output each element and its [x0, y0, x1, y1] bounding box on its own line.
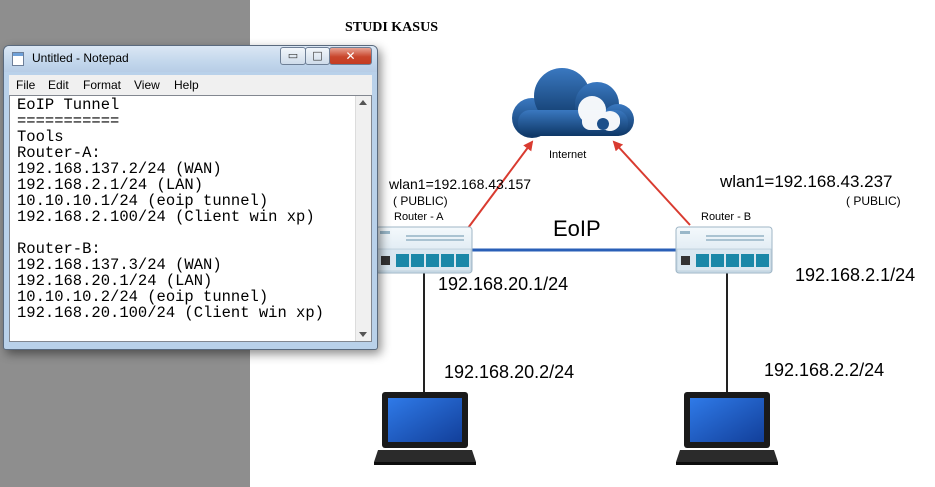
notepad-content[interactable]: EoIP Tunnel =========== Tools Router-A: …	[17, 97, 324, 321]
client-a-ip-label: 192.168.20.2/24	[444, 362, 575, 382]
notepad-line: 192.168.20.100/24 (Client win xp)	[17, 304, 324, 322]
notepad-line: 192.168.2.100/24 (Client win xp)	[17, 208, 315, 226]
router-a-public-label: ( PUBLIC)	[393, 194, 448, 208]
notepad-window[interactable]: Untitled - Notepad ▭ □ ✕ File Edit Forma…	[3, 45, 378, 350]
router-b-lan-ip-label: 192.168.2.1/24	[795, 265, 916, 285]
notepad-line: 192.168.137.2/24 (WAN)	[17, 160, 222, 178]
notepad-titlebar[interactable]: Untitled - Notepad ▭ □ ✕	[4, 46, 377, 72]
laptop-b-icon	[676, 392, 778, 465]
notepad-text-area[interactable]: EoIP Tunnel =========== Tools Router-A: …	[9, 95, 372, 342]
notepad-line: 192.168.137.3/24 (WAN)	[17, 256, 222, 274]
internet-label: Internet	[549, 149, 587, 161]
router-b-name-label: Router - B	[701, 211, 752, 223]
cloud-icon	[512, 68, 634, 138]
notepad-line: ===========	[17, 112, 120, 130]
notepad-line: EoIP Tunnel	[17, 96, 120, 114]
notepad-title: Untitled - Notepad	[32, 51, 129, 65]
router-b-wlan-label: wlan1=192.168.43.237	[720, 172, 893, 191]
notepad-line: Router-B:	[17, 240, 101, 258]
client-b-ip-label: 192.168.2.2/24	[764, 360, 885, 380]
router-b-public-label: ( PUBLIC)	[846, 194, 901, 208]
close-button[interactable]: ✕	[329, 47, 372, 65]
menu-format[interactable]: Format	[83, 78, 122, 92]
menu-file[interactable]: File	[16, 78, 36, 92]
router-a-name-label: Router - A	[394, 211, 444, 223]
vertical-scrollbar[interactable]	[355, 96, 371, 341]
notepad-line: 10.10.10.1/24 (eoip tunnel)	[17, 192, 269, 210]
maximize-button[interactable]: □	[305, 47, 330, 65]
notepad-menubar: File Edit Format View Help	[9, 75, 372, 95]
laptop-a-icon	[374, 392, 476, 465]
router-a-internet-arrow	[467, 140, 534, 229]
notepad-line: 192.168.20.1/24 (LAN)	[17, 272, 213, 290]
scroll-down-arrow-icon[interactable]	[359, 332, 367, 337]
menu-help[interactable]: Help	[174, 78, 199, 92]
router-a-lan-ip-label: 192.168.20.1/24	[438, 274, 569, 294]
scroll-up-arrow-icon[interactable]	[359, 100, 367, 105]
router-a-icon	[375, 226, 473, 274]
diagram-title: STUDI KASUS	[345, 20, 438, 35]
minimize-button[interactable]: ▭	[280, 47, 306, 65]
notepad-line: Router-A:	[17, 144, 101, 162]
router-b-icon	[675, 226, 773, 274]
router-a-wlan-label: wlan1=192.168.43.157	[389, 176, 532, 192]
notepad-line: 192.168.2.1/24 (LAN)	[17, 176, 204, 194]
menu-view[interactable]: View	[134, 78, 160, 92]
notepad-line: 10.10.10.2/24 (eoip tunnel)	[17, 288, 269, 306]
notepad-line: Tools	[17, 128, 64, 146]
eoip-label: EoIP	[553, 216, 601, 241]
router-b-internet-arrow	[612, 140, 691, 226]
notepad-app-icon	[12, 52, 24, 66]
menu-edit[interactable]: Edit	[48, 78, 69, 92]
